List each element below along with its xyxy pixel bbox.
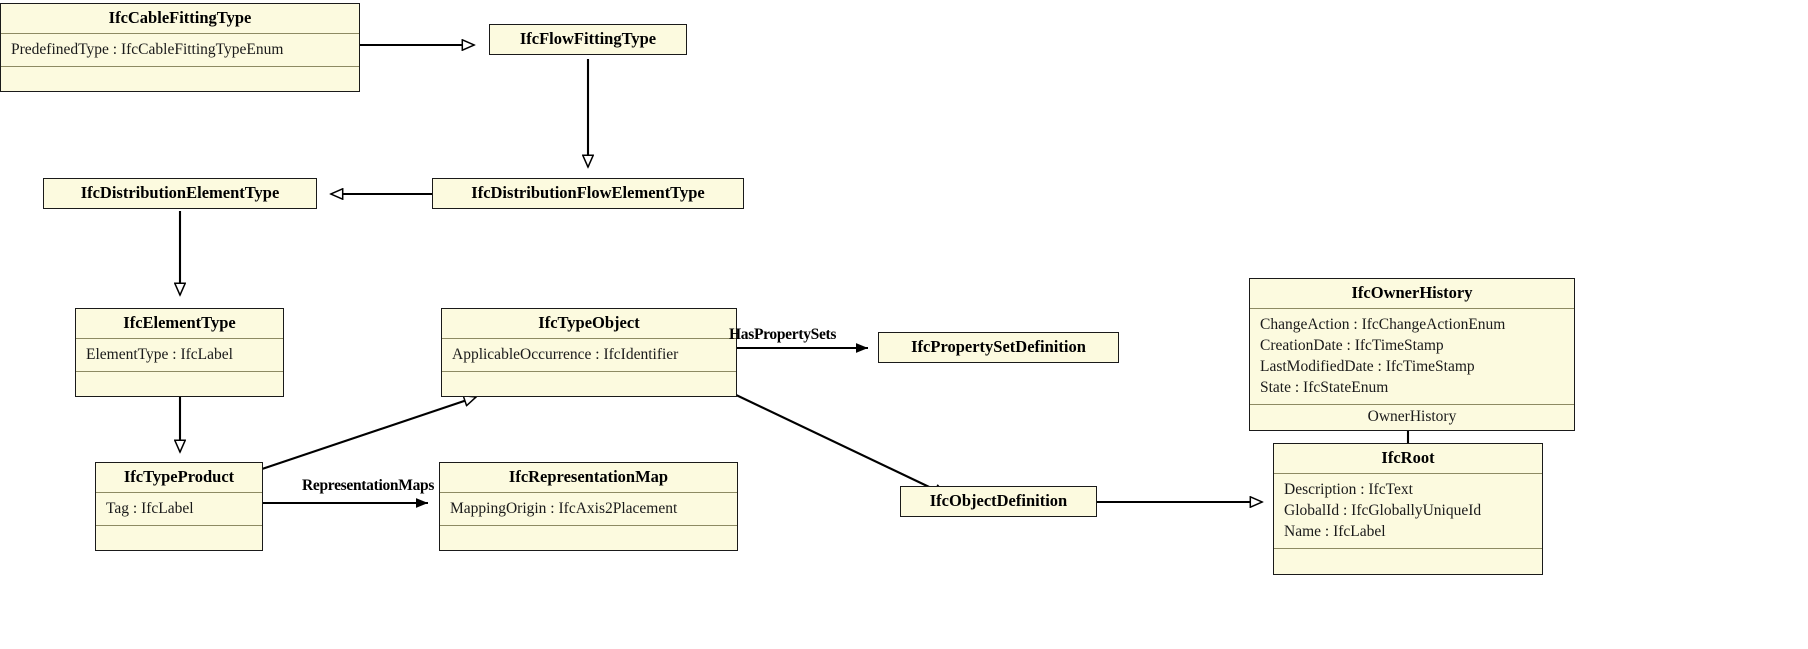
- class-operations: OwnerHistory: [1367, 408, 1457, 426]
- class-title: IfcRoot: [1381, 448, 1435, 467]
- class-separator: [442, 371, 736, 373]
- class-box-ifcelementtype[interactable]: IfcElementType ElementType : IfcLabel: [75, 308, 284, 398]
- attribute-row: LastModifiedDate : IfcTimeStamp: [1260, 358, 1475, 376]
- class-separator: [442, 338, 736, 340]
- class-title: IfcCableFittingType: [108, 8, 252, 27]
- class-box-ifcroot[interactable]: IfcRoot Description : IfcText GlobalId :…: [1273, 443, 1543, 575]
- class-separator: [1, 33, 359, 35]
- class-box-ifcobjectdefinition[interactable]: IfcObjectDefinition: [900, 486, 1097, 518]
- class-title: IfcElementType: [123, 313, 236, 332]
- attribute-row: ChangeAction : IfcChangeActionEnum: [1260, 316, 1506, 334]
- edge-label-haspropertysets: HasPropertySets: [729, 326, 837, 343]
- class-separator: [440, 492, 737, 494]
- class-operations: [1274, 549, 1542, 573]
- attribute-row: Name : IfcLabel: [1284, 523, 1386, 541]
- class-operations: [96, 526, 262, 550]
- class-separator: [1, 66, 359, 68]
- class-box-ifcownerhistory[interactable]: IfcOwnerHistory ChangeAction : IfcChange…: [1249, 278, 1575, 431]
- class-box-ifcrepresentationmap[interactable]: IfcRepresentationMap MappingOrigin : Ifc…: [439, 462, 738, 552]
- class-box-ifcpropertysetdefinition[interactable]: IfcPropertySetDefinition: [878, 332, 1119, 364]
- attribute-row: Tag : IfcLabel: [106, 500, 194, 518]
- class-attributes: ApplicableOccurrence : IfcIdentifier: [442, 339, 736, 371]
- class-operations: [440, 526, 737, 550]
- attribute-row: CreationDate : IfcTimeStamp: [1260, 337, 1444, 355]
- class-separator: [1250, 308, 1574, 310]
- class-operations: [76, 372, 283, 396]
- class-attributes: ChangeAction : IfcChangeActionEnum Creat…: [1250, 309, 1574, 404]
- class-operations: [442, 372, 736, 396]
- class-separator: [96, 525, 262, 527]
- class-title: IfcTypeObject: [538, 313, 640, 332]
- attribute-row: ElementType : IfcLabel: [86, 346, 233, 364]
- class-title: IfcDistributionFlowElementType: [471, 183, 705, 202]
- class-attributes: ElementType : IfcLabel: [76, 339, 283, 371]
- class-separator: [440, 525, 737, 527]
- class-box-ifcflowfittingtype[interactable]: IfcFlowFittingType: [489, 24, 687, 56]
- attribute-row: Description : IfcText: [1284, 481, 1413, 499]
- class-operations: [1, 67, 359, 91]
- class-title: IfcDistributionElementType: [80, 183, 280, 202]
- class-title: IfcPropertySetDefinition: [911, 337, 1086, 356]
- class-title: IfcOwnerHistory: [1351, 283, 1473, 302]
- class-title: IfcTypeProduct: [123, 467, 235, 486]
- class-box-ifctypeobject[interactable]: IfcTypeObject ApplicableOccurrence : Ifc…: [441, 308, 737, 398]
- class-attributes: Description : IfcText GlobalId : IfcGlob…: [1274, 474, 1542, 548]
- attribute-row: PredefinedType : IfcCableFittingTypeEnum: [11, 41, 284, 59]
- attribute-row: ApplicableOccurrence : IfcIdentifier: [452, 346, 679, 364]
- class-box-ifcdistributionflowelementtype[interactable]: IfcDistributionFlowElementType: [432, 178, 744, 210]
- class-attributes: PredefinedType : IfcCableFittingTypeEnum: [1, 34, 359, 66]
- attribute-row: MappingOrigin : IfcAxis2Placement: [450, 500, 678, 518]
- class-separator: [1274, 548, 1542, 550]
- class-separator: [96, 492, 262, 494]
- class-box-ifccablefittingtype[interactable]: IfcCableFittingType PredefinedType : Ifc…: [0, 3, 360, 93]
- class-title: IfcRepresentationMap: [508, 467, 669, 486]
- class-title: IfcFlowFittingType: [519, 29, 657, 48]
- attribute-row: State : IfcStateEnum: [1260, 379, 1389, 397]
- class-separator: [76, 371, 283, 373]
- edge-label-representationmaps: RepresentationMaps: [302, 477, 435, 494]
- class-box-ifcdistributionelementtype[interactable]: IfcDistributionElementType: [43, 178, 317, 210]
- class-box-ifctypeproduct[interactable]: IfcTypeProduct Tag : IfcLabel: [95, 462, 263, 552]
- class-title: IfcObjectDefinition: [929, 491, 1068, 510]
- class-separator: [76, 338, 283, 340]
- attribute-row: GlobalId : IfcGloballyUniqueId: [1284, 502, 1482, 520]
- class-separator: [1250, 404, 1574, 406]
- class-attributes: MappingOrigin : IfcAxis2Placement: [440, 493, 737, 525]
- class-separator: [1274, 473, 1542, 475]
- class-attributes: Tag : IfcLabel: [96, 493, 262, 525]
